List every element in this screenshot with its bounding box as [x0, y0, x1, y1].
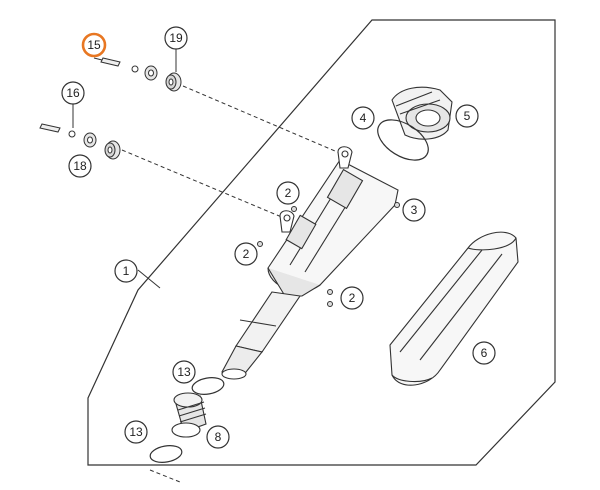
callout-16: 16 [61, 81, 85, 105]
svg-text:2: 2 [285, 186, 292, 200]
svg-text:2: 2 [243, 247, 250, 261]
assembly-frame [87, 19, 556, 466]
callout-6: 6 [472, 341, 496, 365]
svg-text:16: 16 [66, 86, 80, 100]
svg-text:1: 1 [123, 264, 130, 278]
connector-sleeve-part [171, 392, 207, 438]
callout-1: 1 [114, 259, 138, 283]
seal-ring-lower-part [149, 445, 183, 463]
callout-18: 18 [68, 154, 92, 178]
bolt-washer-set-lower [39, 123, 121, 160]
svg-text:13: 13 [177, 365, 191, 379]
svg-text:4: 4 [360, 111, 367, 125]
callout-19: 19 [164, 26, 188, 72]
callout-13-upper: 13 [172, 360, 196, 384]
callout-8: 8 [206, 425, 230, 449]
svg-text:19: 19 [169, 31, 183, 45]
gasket-ring-part [377, 119, 429, 161]
svg-text:18: 18 [73, 159, 87, 173]
svg-text:13: 13 [129, 425, 143, 439]
svg-text:3: 3 [411, 203, 418, 217]
callout-3: 3 [402, 198, 426, 222]
exhaust-pipe-part [221, 291, 301, 380]
silencer-cover-part [389, 231, 519, 386]
guide-lines [121, 85, 343, 483]
svg-text:8: 8 [215, 430, 222, 444]
callout-2-right: 2 [340, 286, 364, 310]
callout-2-left: 2 [234, 242, 258, 266]
callout-5: 5 [455, 104, 479, 128]
leader-line-15 [93, 57, 103, 61]
svg-text:6: 6 [481, 346, 488, 360]
svg-text:5: 5 [464, 109, 471, 123]
end-cap-part [391, 86, 453, 140]
screws-small [257, 202, 400, 307]
leader-line-1 [137, 269, 161, 289]
callout-15-highlighted: 15 [81, 32, 107, 58]
seal-ring-upper-part [191, 377, 225, 395]
bolt-washer-set-upper [100, 57, 182, 92]
callout-13-lower: 13 [124, 420, 148, 444]
svg-text:15: 15 [87, 38, 101, 52]
callout-2-upper: 2 [276, 181, 300, 205]
silencer-body-part [267, 146, 399, 297]
callout-4: 4 [351, 106, 375, 130]
svg-text:2: 2 [349, 291, 356, 305]
